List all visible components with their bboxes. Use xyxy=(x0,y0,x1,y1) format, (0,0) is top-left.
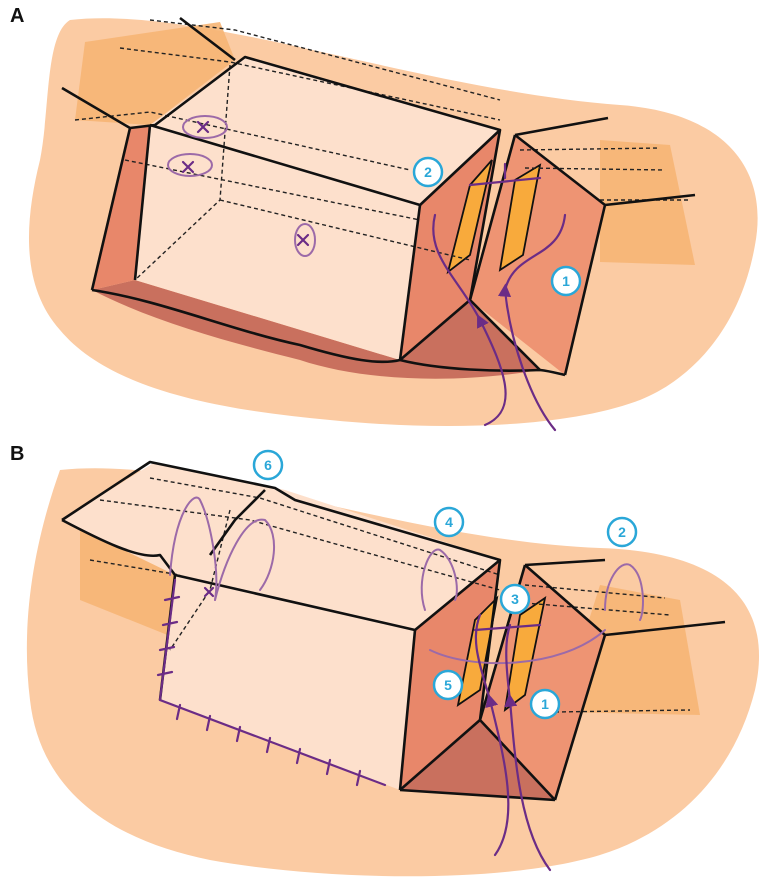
tissue-band-right-a xyxy=(600,140,695,265)
flap-front-face-b xyxy=(160,575,415,790)
tissue-band-right-b xyxy=(560,585,700,715)
outline-edges-b xyxy=(61,460,726,802)
edge-suture-marks-b xyxy=(156,578,387,787)
tissue-band-left-a xyxy=(75,22,235,125)
panel-label-a: A xyxy=(10,5,24,27)
wound-right-wall-b xyxy=(480,565,605,800)
callout-a-1: 1 xyxy=(550,265,582,297)
flap-top-face-b xyxy=(62,462,500,630)
callout-b-4: 4 xyxy=(433,506,465,538)
callout-b-6: 6 xyxy=(252,449,284,481)
callout-b-5: 5 xyxy=(432,669,464,701)
wound-left-wall-a xyxy=(92,125,155,290)
panel-label-b: B xyxy=(10,443,24,465)
callout-b-2: 2 xyxy=(606,516,638,548)
callout-a-2: 2 xyxy=(412,156,444,188)
callout-b-3: 3 xyxy=(499,583,531,615)
incision-right-a xyxy=(498,163,542,272)
svg-text:3: 3 xyxy=(511,591,519,607)
svg-text:4: 4 xyxy=(445,514,453,530)
panel-a: 2 1 A xyxy=(10,5,758,432)
svg-text:5: 5 xyxy=(444,677,452,693)
flap-top-face-a xyxy=(150,57,500,205)
svg-text:2: 2 xyxy=(424,164,432,180)
panel-b: 6 4 2 3 5 1 B xyxy=(10,443,760,877)
svg-text:1: 1 xyxy=(541,696,549,712)
sutures-b xyxy=(169,496,644,872)
svg-text:2: 2 xyxy=(618,524,626,540)
wound-base-b xyxy=(400,720,555,800)
svg-text:6: 6 xyxy=(264,457,272,473)
wound-base-a xyxy=(92,280,540,379)
tissue-layer-lines-b xyxy=(89,477,691,713)
callout-b-1: 1 xyxy=(529,688,561,720)
incision-left-a xyxy=(446,159,493,275)
svg-text:1: 1 xyxy=(562,273,570,289)
flap-front-face-a xyxy=(135,125,420,360)
sutures-a xyxy=(167,115,567,432)
